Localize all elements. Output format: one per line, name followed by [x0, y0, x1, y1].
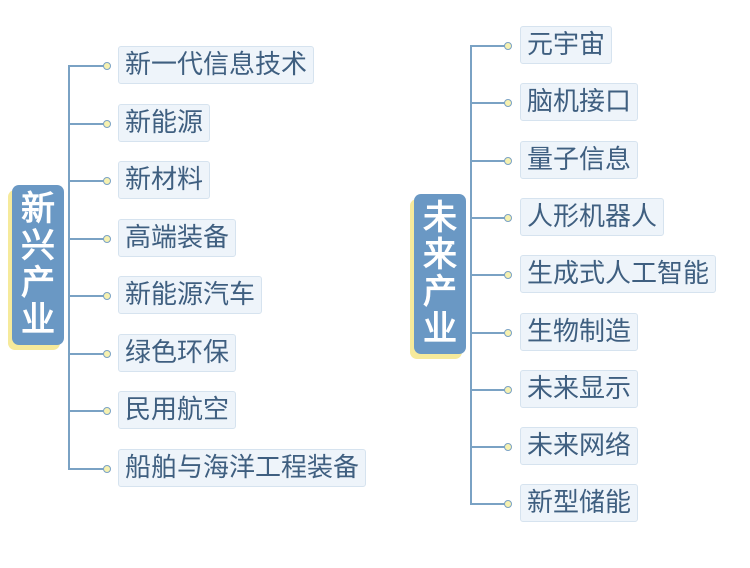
connector-dot — [103, 407, 111, 415]
connector-dot — [103, 177, 111, 185]
leaf-node: 新一代信息技术 — [118, 46, 315, 84]
root-node-future-industries: 未来产业 — [414, 194, 466, 354]
branch-connector — [68, 180, 107, 182]
leaf-node: 生物制造 — [520, 313, 639, 351]
root-label: 新兴产业 — [21, 189, 55, 340]
leaf-node: 元宇宙 — [520, 26, 613, 64]
connector-dot — [504, 42, 512, 50]
connector-dot — [504, 271, 512, 279]
connector-dot — [504, 99, 512, 107]
branch-connector — [68, 468, 107, 470]
leaf-node: 人形机器人 — [520, 198, 665, 236]
leaf-node: 新能源 — [118, 104, 211, 142]
connector-dot — [103, 120, 111, 128]
leaf-node: 量子信息 — [520, 141, 639, 179]
connector-dot — [504, 157, 512, 165]
branch-connector — [470, 160, 508, 162]
root-label: 未来产业 — [423, 198, 457, 349]
branch-connector — [470, 45, 508, 47]
branch-connector — [68, 295, 107, 297]
connector-dot — [103, 62, 111, 70]
branch-spine — [68, 65, 70, 469]
root-node-emerging-industries: 新兴产业 — [12, 185, 64, 345]
connector-dot — [504, 214, 512, 222]
branch-connector — [470, 389, 508, 391]
branch-connector — [68, 238, 107, 240]
leaf-node: 新能源汽车 — [118, 276, 263, 314]
connector-dot — [103, 465, 111, 473]
leaf-node: 新材料 — [118, 161, 211, 199]
branch-connector — [470, 503, 508, 505]
connector-dot — [504, 500, 512, 508]
branch-connector — [68, 353, 107, 355]
leaf-node: 新型储能 — [520, 484, 639, 522]
leaf-node: 未来显示 — [520, 370, 639, 408]
branch-connector — [470, 217, 508, 219]
connector-dot — [504, 443, 512, 451]
leaf-node: 船舶与海洋工程装备 — [118, 449, 367, 487]
connector-dot — [103, 235, 111, 243]
branch-connector — [470, 102, 508, 104]
branch-connector — [68, 65, 107, 67]
connector-dot — [103, 350, 111, 358]
connector-dot — [504, 329, 512, 337]
leaf-node: 高端装备 — [118, 219, 237, 257]
connector-dot — [504, 386, 512, 394]
leaf-node: 绿色环保 — [118, 334, 237, 372]
connector-dot — [103, 292, 111, 300]
branch-connector — [470, 446, 508, 448]
branch-connector — [68, 123, 107, 125]
leaf-node: 生成式人工智能 — [520, 255, 717, 293]
leaf-node: 民用航空 — [118, 391, 237, 429]
branch-connector — [470, 332, 508, 334]
branch-connector — [68, 410, 107, 412]
branch-connector — [470, 274, 508, 276]
leaf-node: 脑机接口 — [520, 83, 639, 121]
leaf-node: 未来网络 — [520, 427, 639, 465]
